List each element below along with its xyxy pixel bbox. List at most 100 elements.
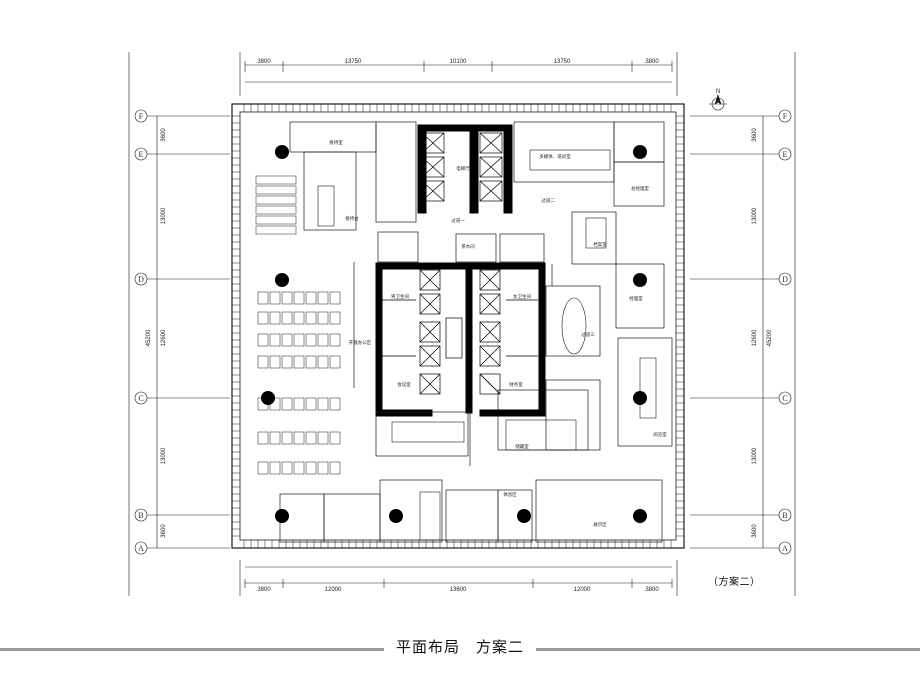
column (389, 509, 403, 523)
dim-left-1: 3600 (161, 128, 167, 142)
building-envelope (231, 103, 685, 549)
column (517, 509, 531, 523)
scheme-label: （方案二） (708, 577, 761, 588)
desk (329, 333, 341, 347)
axis-right-a: A (782, 544, 788, 553)
axis-left-d: D (138, 275, 144, 284)
axis-left-b: B (138, 511, 143, 520)
desk (257, 333, 269, 347)
desk (269, 355, 281, 369)
dim-left-4: 13000 (161, 447, 167, 464)
room-corridor-3: 过道三 (581, 331, 595, 338)
dim-right-total: 45200 (767, 329, 773, 346)
desk (305, 431, 317, 445)
dim-left-5: 3600 (161, 524, 167, 538)
room-general-manager: 总经理室 (631, 185, 649, 192)
desk (269, 291, 281, 305)
dim-bottom-2: 12000 (325, 587, 342, 593)
desk (269, 311, 281, 325)
desk (317, 355, 329, 369)
room-storage: 储藏室 (515, 443, 529, 450)
room-manager: 经理室 (629, 295, 643, 302)
desk (257, 461, 269, 475)
top-dimension-chain (244, 61, 673, 83)
dim-right-2: 13000 (752, 207, 758, 224)
desk (329, 397, 341, 411)
room-reading: 阅览室 (653, 431, 667, 438)
desk (281, 397, 293, 411)
axis-left-a: A (138, 544, 144, 553)
dim-right-3: 12600 (752, 329, 758, 346)
desk (281, 333, 293, 347)
desk (293, 291, 305, 305)
room-archives: 档案室 (593, 241, 607, 248)
desk (269, 431, 281, 445)
desk (329, 461, 341, 475)
right-axis-labels: F E D C B A 3600 13000 45200 12600 13000… (752, 112, 788, 553)
desk (329, 311, 341, 325)
room-corridor-1: 过道一 (451, 217, 465, 224)
desk (269, 333, 281, 347)
bottom-dimension-chain (244, 566, 673, 588)
north-arrow: N (709, 89, 727, 111)
room-open-office: 开敞办公区 (349, 339, 372, 346)
desk (317, 333, 329, 347)
caption: 平面布局 方案二 (0, 636, 920, 657)
room-finance: 财务室 (509, 381, 523, 388)
dim-right-1: 3600 (752, 128, 758, 142)
desk (305, 311, 317, 325)
desk (293, 461, 305, 475)
desk (305, 461, 317, 475)
dim-left-2: 13000 (161, 207, 167, 224)
desk (257, 291, 269, 305)
outer-guide-lines (128, 52, 796, 596)
room-multi-meeting: 多媒体、培训室 (539, 153, 571, 160)
axis-right-c: C (782, 394, 787, 403)
desk (257, 431, 269, 445)
top-dimension-labels: 3800 13750 10100 13750 3800 (257, 59, 659, 65)
meeting-tables (317, 149, 657, 541)
desk (255, 175, 297, 185)
desk (317, 311, 329, 325)
column (275, 273, 289, 287)
left-axis-grid (134, 109, 230, 555)
room-reception: 接待台 (345, 215, 359, 222)
desk (255, 215, 297, 225)
desk (281, 431, 293, 445)
column (633, 509, 647, 523)
room-corridor-2: 过道二 (541, 197, 555, 204)
column (633, 273, 647, 287)
left-axis-labels: F E D C B A 3600 13000 45200 12600 13000… (138, 112, 167, 553)
desk (317, 397, 329, 411)
desk (329, 431, 341, 445)
dim-top-3: 10100 (450, 59, 467, 65)
column (275, 145, 289, 159)
column (633, 391, 647, 405)
desk (257, 311, 269, 325)
desk (293, 355, 305, 369)
column (275, 509, 289, 523)
desk (255, 225, 297, 235)
dim-left-3: 12600 (161, 329, 167, 346)
room-toilet-m: 男卫生间 (391, 293, 409, 300)
column (261, 391, 275, 405)
desk (293, 397, 305, 411)
desk (329, 355, 341, 369)
north-label: N (716, 89, 720, 95)
desk (255, 185, 297, 195)
caption-title: 平面布局 方案二 (383, 638, 536, 656)
axis-left-f: F (139, 112, 144, 121)
desk (281, 355, 293, 369)
dim-top-4: 13750 (554, 59, 571, 65)
desk (293, 311, 305, 325)
room-exhibition: 展示区 (593, 522, 607, 528)
right-axis-grid (690, 109, 792, 555)
desk (269, 461, 281, 475)
workstation-desks (255, 175, 341, 475)
desk (305, 291, 317, 305)
room-toilet-f: 女卫生间 (513, 293, 531, 300)
partitions (279, 121, 673, 543)
axis-right-b: B (782, 511, 787, 520)
dim-top-5: 3800 (645, 59, 659, 65)
